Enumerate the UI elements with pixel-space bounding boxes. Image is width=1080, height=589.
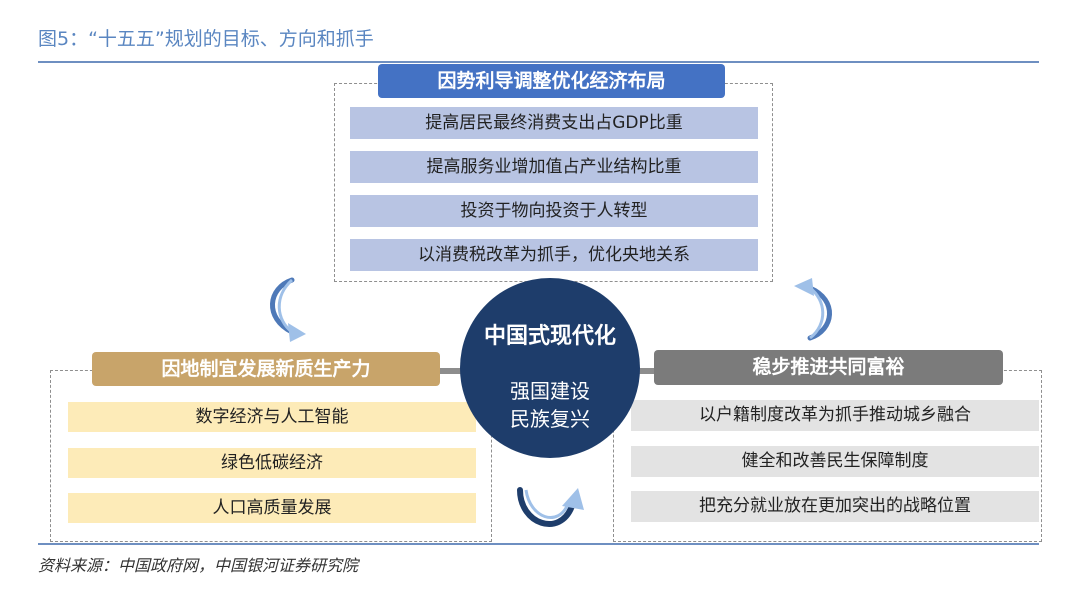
right-item-2: 健全和改善民生保障制度 <box>631 446 1039 477</box>
top-item-2: 提高服务业增加值占产业结构比重 <box>350 151 758 183</box>
center-line-1: 强国建设 <box>510 379 590 403</box>
bottom-rule <box>38 543 1039 545</box>
center-line-2: 民族复兴 <box>510 407 590 431</box>
left-item-1: 数字经济与人工智能 <box>68 402 476 432</box>
right-item-3: 把充分就业放在更加突出的战略位置 <box>631 491 1039 522</box>
figure-title: 图5：“十五五”规划的目标、方向和抓手 <box>38 28 374 50</box>
top-item-1: 提高居民最终消费支出占GDP比重 <box>350 107 758 139</box>
left-item-2: 绿色低碳经济 <box>68 448 476 478</box>
right-cycle-arrow-icon <box>794 278 832 341</box>
top-rule <box>38 61 1039 63</box>
top-group-header: 因势利导调整优化经济布局 <box>378 64 725 98</box>
right-group-header: 稳步推进共同富裕 <box>654 350 1003 385</box>
left-group-header: 因地制宜发展新质生产力 <box>92 352 440 386</box>
bottom-cycle-arrow-icon <box>517 487 584 527</box>
center-title: 中国式现代化 <box>483 324 616 349</box>
top-item-3: 投资于物向投资于人转型 <box>350 195 758 227</box>
right-item-1: 以户籍制度改革为抓手推动城乡融合 <box>631 400 1039 431</box>
left-cycle-arrow-icon <box>270 277 306 342</box>
source-note: 资料来源：中国政府网，中国银河证券研究院 <box>38 556 359 575</box>
left-item-3: 人口高质量发展 <box>68 493 476 523</box>
center-circle: 中国式现代化 强国建设 民族复兴 <box>460 278 640 458</box>
top-item-4: 以消费税改革为抓手，优化央地关系 <box>350 239 758 271</box>
